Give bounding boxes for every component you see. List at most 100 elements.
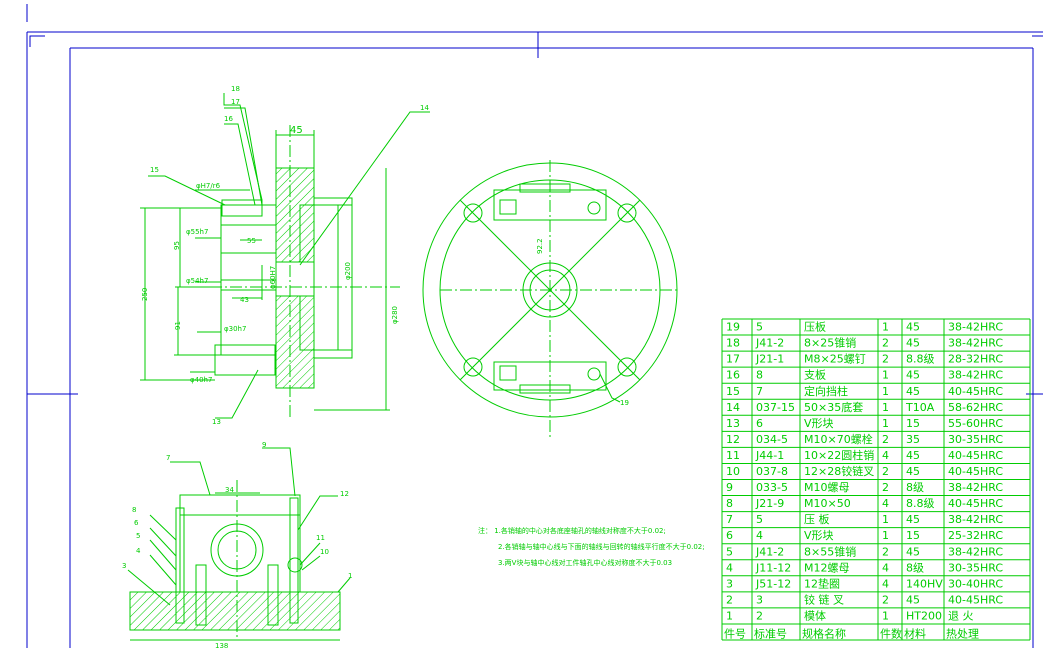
table-cell-no: 2 bbox=[726, 593, 733, 606]
table-cell-heat: 58-62HRC bbox=[948, 401, 1003, 414]
table-cell-no: 16 bbox=[726, 369, 740, 382]
callout-label: 15 bbox=[150, 166, 159, 174]
table-cell-heat: 30-40HRC bbox=[948, 577, 1003, 590]
dim-label: φ54h7 bbox=[186, 277, 208, 285]
table-cell-no: 7 bbox=[726, 513, 733, 526]
table-cell-material: 45 bbox=[906, 321, 920, 334]
table-cell-no: 15 bbox=[726, 385, 740, 398]
table-cell-material: 35 bbox=[906, 433, 920, 446]
table-cell-std: 6 bbox=[756, 417, 763, 430]
table-cell-material: 45 bbox=[906, 513, 920, 526]
table-cell-std: 037-15 bbox=[756, 401, 795, 414]
table-cell-heat: 40-45HRC bbox=[948, 449, 1003, 462]
table-header-name: 规格名称 bbox=[802, 627, 846, 641]
callout-label: 1 bbox=[348, 572, 352, 580]
dim-label: 43 bbox=[240, 296, 249, 304]
table-cell-std: J41-2 bbox=[755, 545, 784, 558]
table-cell-no: 19 bbox=[726, 321, 740, 334]
dim-label: 55 bbox=[247, 237, 256, 245]
callout-label: 17 bbox=[231, 98, 240, 106]
table-cell-name: 8×25锥销 bbox=[804, 336, 856, 350]
table-cell-material: 45 bbox=[906, 369, 920, 382]
dim-label: φ55h7 bbox=[186, 228, 208, 236]
table-cell-no: 18 bbox=[726, 337, 740, 350]
table-cell-name: 铰 链 叉 bbox=[804, 592, 844, 606]
table-cell-material: 15 bbox=[906, 417, 920, 430]
table-cell-name: V形块 bbox=[804, 529, 834, 542]
table-cell-qty: 2 bbox=[882, 433, 889, 446]
dim-label: φ30h7 bbox=[224, 325, 246, 333]
table-cell-name: M8×25螺钉 bbox=[804, 353, 866, 366]
table-cell-no: 13 bbox=[726, 417, 740, 430]
drawing-frame bbox=[26, 4, 1043, 648]
table-cell-name: 8×55锥销 bbox=[804, 544, 856, 558]
plan-view bbox=[422, 160, 680, 440]
table-cell-name: M12螺母 bbox=[804, 561, 850, 574]
table-cell-heat: 30-35HRC bbox=[948, 561, 1003, 574]
table-cell-name: 定向挡柱 bbox=[804, 384, 848, 398]
callout-label: 19 bbox=[620, 399, 629, 407]
table-cell-heat: 40-45HRC bbox=[948, 465, 1003, 478]
table-cell-material: 8.8级 bbox=[906, 353, 935, 366]
callout-label: 18 bbox=[231, 85, 240, 93]
table-cell-name: M10螺母 bbox=[804, 481, 850, 494]
table-cell-qty: 2 bbox=[882, 481, 889, 494]
table-cell-qty: 4 bbox=[882, 561, 889, 574]
table-cell-name: 压 板 bbox=[804, 512, 830, 526]
dim-label: φ280 bbox=[391, 306, 399, 324]
dim-label: φ200 bbox=[344, 262, 352, 280]
table-cell-name: 模体 bbox=[804, 608, 826, 622]
table-cell-heat: 30-35HRC bbox=[948, 433, 1003, 446]
dim-label: 250 bbox=[141, 288, 149, 301]
plan-view-labels: 92.2 19 bbox=[536, 238, 629, 407]
callout-label: 14 bbox=[420, 104, 429, 112]
table-cell-no: 6 bbox=[726, 529, 733, 542]
table-cell-heat: 38-42HRC bbox=[948, 513, 1003, 526]
table-cell-qty: 1 bbox=[882, 609, 889, 622]
callout-label: 16 bbox=[224, 115, 233, 123]
callout-label: 11 bbox=[316, 534, 325, 542]
note-line: 2.各销轴与轴中心线与下面的轴线与回转的轴线平行度不大于0.02; bbox=[498, 542, 705, 551]
dim-label: 34 bbox=[225, 486, 234, 494]
table-cell-qty: 2 bbox=[882, 593, 889, 606]
table-header-qty: 件数 bbox=[880, 628, 902, 641]
callout-label: 10 bbox=[320, 548, 329, 556]
table-cell-qty: 2 bbox=[882, 353, 889, 366]
table-cell-heat: 38-42HRC bbox=[948, 337, 1003, 350]
table-cell-no: 8 bbox=[726, 497, 733, 510]
table-cell-no: 12 bbox=[726, 433, 740, 446]
technical-notes: 注： 1.各销轴的中心对各底座轴孔的轴线对称度不大于0.02; 2.各销轴与轴中… bbox=[478, 526, 705, 567]
note-line: 注： 1.各销轴的中心对各底座轴孔的轴线对称度不大于0.02; bbox=[478, 526, 666, 535]
side-view-labels: 45 φH7/r6 φ55h7 95 55 250 φ54h7 43 φ200 … bbox=[141, 85, 429, 426]
dim-label: 95 bbox=[173, 241, 181, 250]
table-cell-no: 17 bbox=[726, 353, 740, 366]
table-cell-no: 14 bbox=[726, 401, 740, 414]
dim-label: φ40h7 bbox=[190, 376, 212, 384]
table-cell-material: 45 bbox=[906, 465, 920, 478]
dim-label: 45 bbox=[290, 125, 303, 136]
side-section-view bbox=[140, 93, 430, 420]
table-cell-material: 8级 bbox=[906, 481, 924, 494]
table-cell-std: 2 bbox=[756, 609, 763, 622]
table-cell-qty: 2 bbox=[882, 337, 889, 350]
table-cell-std: J21-9 bbox=[755, 497, 784, 510]
dim-label: 91 bbox=[174, 321, 182, 330]
table-cell-std: 033-5 bbox=[756, 481, 788, 494]
table-cell-heat: 38-42HRC bbox=[948, 321, 1003, 334]
table-cell-heat: 38-42HRC bbox=[948, 545, 1003, 558]
table-cell-material: 8.8级 bbox=[906, 497, 935, 510]
table-cell-no: 9 bbox=[726, 481, 733, 494]
table-cell-std: 5 bbox=[756, 321, 763, 334]
callout-label: 4 bbox=[136, 547, 141, 555]
table-cell-heat: 40-45HRC bbox=[948, 497, 1003, 510]
note-line: 3.两V块与轴中心线对工件轴孔中心线对称度不大于0.03 bbox=[498, 558, 672, 567]
table-cell-std: 034-5 bbox=[756, 433, 788, 446]
table-cell-material: 45 bbox=[906, 337, 920, 350]
table-cell-qty: 2 bbox=[882, 465, 889, 478]
table-cell-heat: 退 火 bbox=[948, 609, 974, 622]
table-cell-material: 45 bbox=[906, 593, 920, 606]
callout-label: 7 bbox=[166, 454, 170, 462]
table-cell-qty: 1 bbox=[882, 529, 889, 542]
dim-label: φH7/r6 bbox=[196, 182, 221, 190]
